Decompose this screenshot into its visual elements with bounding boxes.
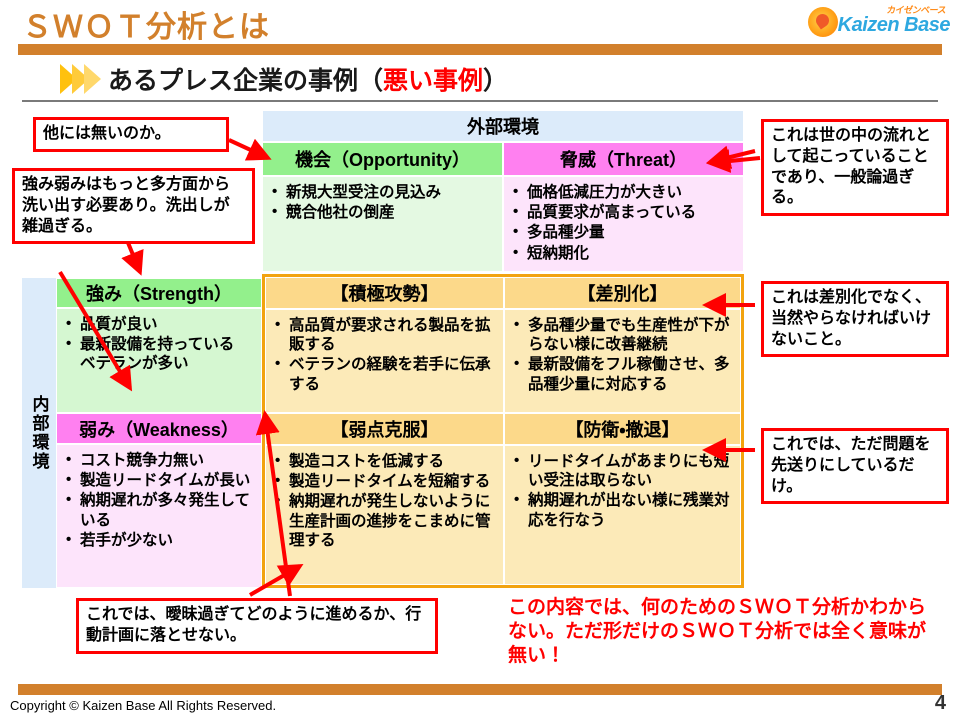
page-title: ＳＷＯＴ分析とは [22, 11, 270, 44]
so-strategy-header: 【積極攻勢】 [265, 277, 504, 309]
weakness-header: 弱み（Weakness） [56, 413, 262, 444]
chevron-right-icon [60, 64, 101, 94]
list-item: 納期遅れが出ない様に残業対応を行なう [513, 491, 734, 529]
sun-gear-icon [808, 7, 838, 37]
list-item: 若手が少ない [65, 531, 255, 550]
threat-list: 価格低減圧力が大きい 品質要求が高まっている 多品種少量 短納期化 [512, 183, 737, 263]
weakness-list: コスト競争力無い 製造リードタイムが長い 納期遅れが多々発生している 若手が少な… [65, 451, 255, 550]
callout-strength-weakness: 強み弱みはもっと多方面から洗い出す必要あり。洗出しが雑過ぎる。 [12, 168, 255, 245]
callout-other-options: 他には無いのか。 [33, 117, 229, 152]
st-strategy-header: 【差別化】 [504, 277, 741, 309]
opportunity-list: 新規大型受注の見込み 競合他社の倒産 [271, 183, 496, 222]
subtitle-main: あるプレス企業の事例（ [108, 67, 384, 95]
subtitle-text: あるプレス企業の事例（悪い事例） [108, 61, 508, 97]
list-item: 競合他社の倒産 [271, 203, 496, 222]
threat-cell: 価格低減圧力が大きい 品質要求が高まっている 多品種少量 短納期化 [503, 176, 744, 272]
list-item: 製造リードタイムが長い [65, 471, 255, 490]
list-item: 製造コストを低減する [274, 452, 497, 471]
logo-name-text: Kaizen Base [837, 14, 951, 36]
wo-strategy-cell: 製造コストを低減する 製造リードタイムを短縮する 納期遅れが発生しないように生産… [265, 445, 504, 585]
list-item: コスト競争力無い [65, 451, 255, 470]
strength-header: 強み（Strength） [56, 278, 262, 308]
wt-strategy-header: 【防衛・撤退】 [504, 413, 741, 445]
opportunity-cell: 新規大型受注の見込み 競合他社の倒産 [262, 176, 503, 272]
copyright-text: Copyright © Kaizen Base All Rights Reser… [10, 698, 277, 713]
subtitle-warning: 悪い事例 [383, 67, 484, 95]
callout-postpone: これでは、ただ問題を先送りにしているだけ。 [761, 428, 949, 505]
so-strategy-list: 高品質が要求される製品を拡販する ベテランの経験を若手に伝承する [274, 316, 497, 394]
st-strategy-cell: 多品種少量でも生産性が下がらない様に改善継続 最新設備をフル稼働させ、多品種少量… [504, 309, 741, 413]
kaizen-base-logo: カイゼンベース Kaizen Base [806, 1, 952, 43]
list-item: 品質が良い [65, 315, 255, 334]
subtitle-divider [22, 100, 938, 102]
strength-list: 品質が良い 最新設備を持っている ベテランが多い [65, 315, 255, 374]
list-item: 高品質が要求される製品を拡販する [274, 316, 497, 354]
external-environment-header: 外部環境 [262, 110, 744, 142]
wo-strategy-header: 【弱点克服】 [265, 413, 504, 445]
strength-cell: 品質が良い 最新設備を持っている ベテランが多い [56, 308, 262, 413]
list-item: リードタイムがあまりにも短い受注は取らない [513, 452, 734, 490]
subtitle-row: あるプレス企業の事例（悪い事例） [22, 58, 922, 100]
list-item: 短納期化 [512, 244, 737, 263]
page-number: 4 [934, 692, 946, 714]
list-item: 多品種少量でも生産性が下がらない様に改善継続 [513, 316, 734, 354]
bottom-warning-text: この内容では、何のためのＳＷＯＴ分析かわからない。ただ形だけのＳＷＯＴ分析では全… [508, 597, 927, 666]
wo-strategy-list: 製造コストを低減する 製造リードタイムを短縮する 納期遅れが発生しないように生産… [274, 452, 497, 550]
list-item: 多品種少量 [512, 223, 737, 242]
weakness-cell: コスト競争力無い 製造リードタイムが長い 納期遅れが多々発生している 若手が少な… [56, 444, 262, 588]
callout-world-trend: これは世の中の流れとして起こっていることであり、一般論過ぎる。 [761, 119, 949, 217]
list-item: 新規大型受注の見込み [271, 183, 496, 202]
threat-header: 脅威（Threat） [503, 142, 744, 176]
subtitle-tail: ） [483, 67, 509, 95]
list-item: 納期遅れが多々発生している [65, 491, 255, 529]
st-strategy-list: 多品種少量でも生産性が下がらない様に改善継続 最新設備をフル稼働させ、多品種少量… [513, 316, 734, 394]
opportunity-header: 機会（Opportunity） [262, 142, 503, 176]
so-strategy-cell: 高品質が要求される製品を拡販する ベテランの経験を若手に伝承する [265, 309, 504, 413]
wt-strategy-list: リードタイムがあまりにも短い受注は取らない 納期遅れが出ない様に残業対応を行なう [513, 452, 734, 530]
list-item: 最新設備を持っている ベテランが多い [65, 335, 255, 373]
list-item: 最新設備をフル稼働させ、多品種少量に対応する [513, 355, 734, 393]
list-item: 納期遅れが発生しないように生産計画の進捗をこまめに管理する [274, 492, 497, 550]
list-item: 製造リードタイムを短縮する [274, 472, 497, 491]
list-item: 品質要求が高まっている [512, 203, 737, 222]
wt-strategy-cell: リードタイムがあまりにも短い受注は取らない 納期遅れが出ない様に残業対応を行なう [504, 445, 741, 585]
title-divider [18, 44, 942, 55]
callout-vague-plan: これでは、曖昧過ぎてどのように進めるか、行動計画に落とせない。 [76, 598, 438, 654]
list-item: 価格低減圧力が大きい [512, 183, 737, 202]
callout-not-differentiation: これは差別化でなく、当然やらなければいけないこと。 [761, 281, 949, 358]
internal-environment-header: 内部環境 [22, 278, 56, 588]
footer-divider [18, 684, 942, 695]
list-item: ベテランの経験を若手に伝承する [274, 355, 497, 393]
